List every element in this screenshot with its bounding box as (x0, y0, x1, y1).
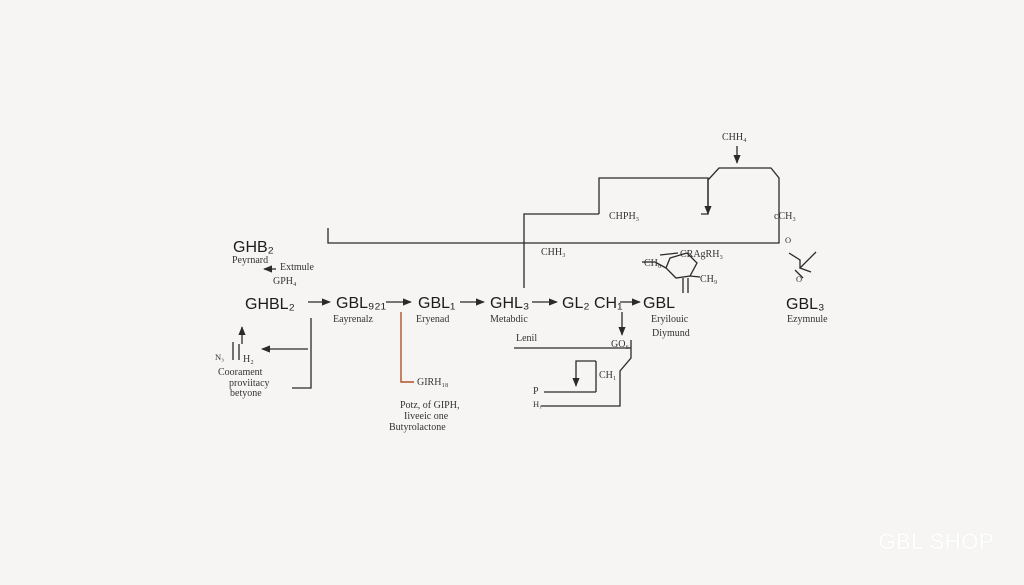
label-n3: N₃ (215, 352, 224, 362)
label-ch6: CH₆ (644, 258, 662, 269)
label-ring-s: O (796, 274, 802, 284)
label-butyrolactone: Butyrolactone (389, 422, 446, 433)
watermark-text: GBL SHOP (878, 529, 994, 554)
label-eryenad: Eryenad (416, 314, 449, 325)
ch1-box-line (572, 360, 596, 387)
label-h1: H₁ (533, 399, 542, 409)
label-ghl3: GHL₃ (490, 295, 529, 312)
label-ring-o: O (785, 235, 791, 245)
label-gph4: GPH₄ (273, 276, 297, 287)
label-extmule: Extmule (280, 262, 314, 273)
label-h2: H₂ (243, 354, 254, 365)
ring-line-a (659, 252, 679, 256)
label-diymund: Diymund (652, 328, 690, 339)
ring-substituent-left (654, 261, 667, 269)
chph3-down-arrow (598, 177, 712, 215)
label-gl2ch1: GL₂ CH₁ (562, 295, 623, 312)
label-gbl921: GBL₉₂₁ (336, 295, 386, 312)
label-p: P (533, 386, 539, 397)
label-gbl1: GBL₁ (418, 295, 455, 312)
label-chph3: CHPH₃ (609, 211, 639, 222)
label-ivaeic: Iiveeic one (404, 411, 449, 422)
label-ch9: CH₉ (700, 274, 718, 285)
right-fragment-bond (794, 269, 804, 279)
ch1-bracket-line (541, 340, 632, 407)
girh18-bracket-line (400, 312, 414, 383)
label-proviacy: proviitacy (229, 378, 270, 389)
label-cch3: cCH₃ (774, 211, 796, 222)
label-ch4-top: CHH₄ (722, 132, 747, 143)
label-girh18: GIRH₁₈ (417, 377, 449, 388)
label-eryilouic: Eryilouic (651, 314, 689, 325)
left-bracket-line (292, 318, 312, 389)
label-coorament: Coorament (218, 367, 263, 378)
top-bracket-line (327, 167, 780, 244)
label-ghbl2: GHBL₂ (245, 296, 295, 313)
label-chh3-mid: CHH₃ (541, 247, 566, 258)
label-crag: CRAgRH₃ (680, 249, 723, 260)
label-ghb2: GHB₂ (233, 239, 274, 256)
label-gbl: GBL (643, 295, 675, 312)
label-betyone: betyone (230, 388, 262, 399)
label-ch1: CH₁ (599, 370, 616, 381)
label-eayrenalz: Eayrenalz (333, 314, 374, 325)
label-gbl3: GBL₃ (786, 296, 825, 313)
ring-substituent-right (689, 275, 701, 278)
right-fragment-lines (788, 251, 817, 273)
label-ezymnule: Ezymnule (787, 314, 828, 325)
label-lenil: Lenil (516, 333, 537, 344)
label-peymand: Peyrnard (232, 255, 268, 266)
chph3-bracket-line (523, 213, 599, 288)
label-potz: Potz, of GIPH, (400, 400, 459, 411)
label-metabdic: Metabdic (490, 314, 528, 325)
label-go6: GO₆ (611, 339, 629, 350)
